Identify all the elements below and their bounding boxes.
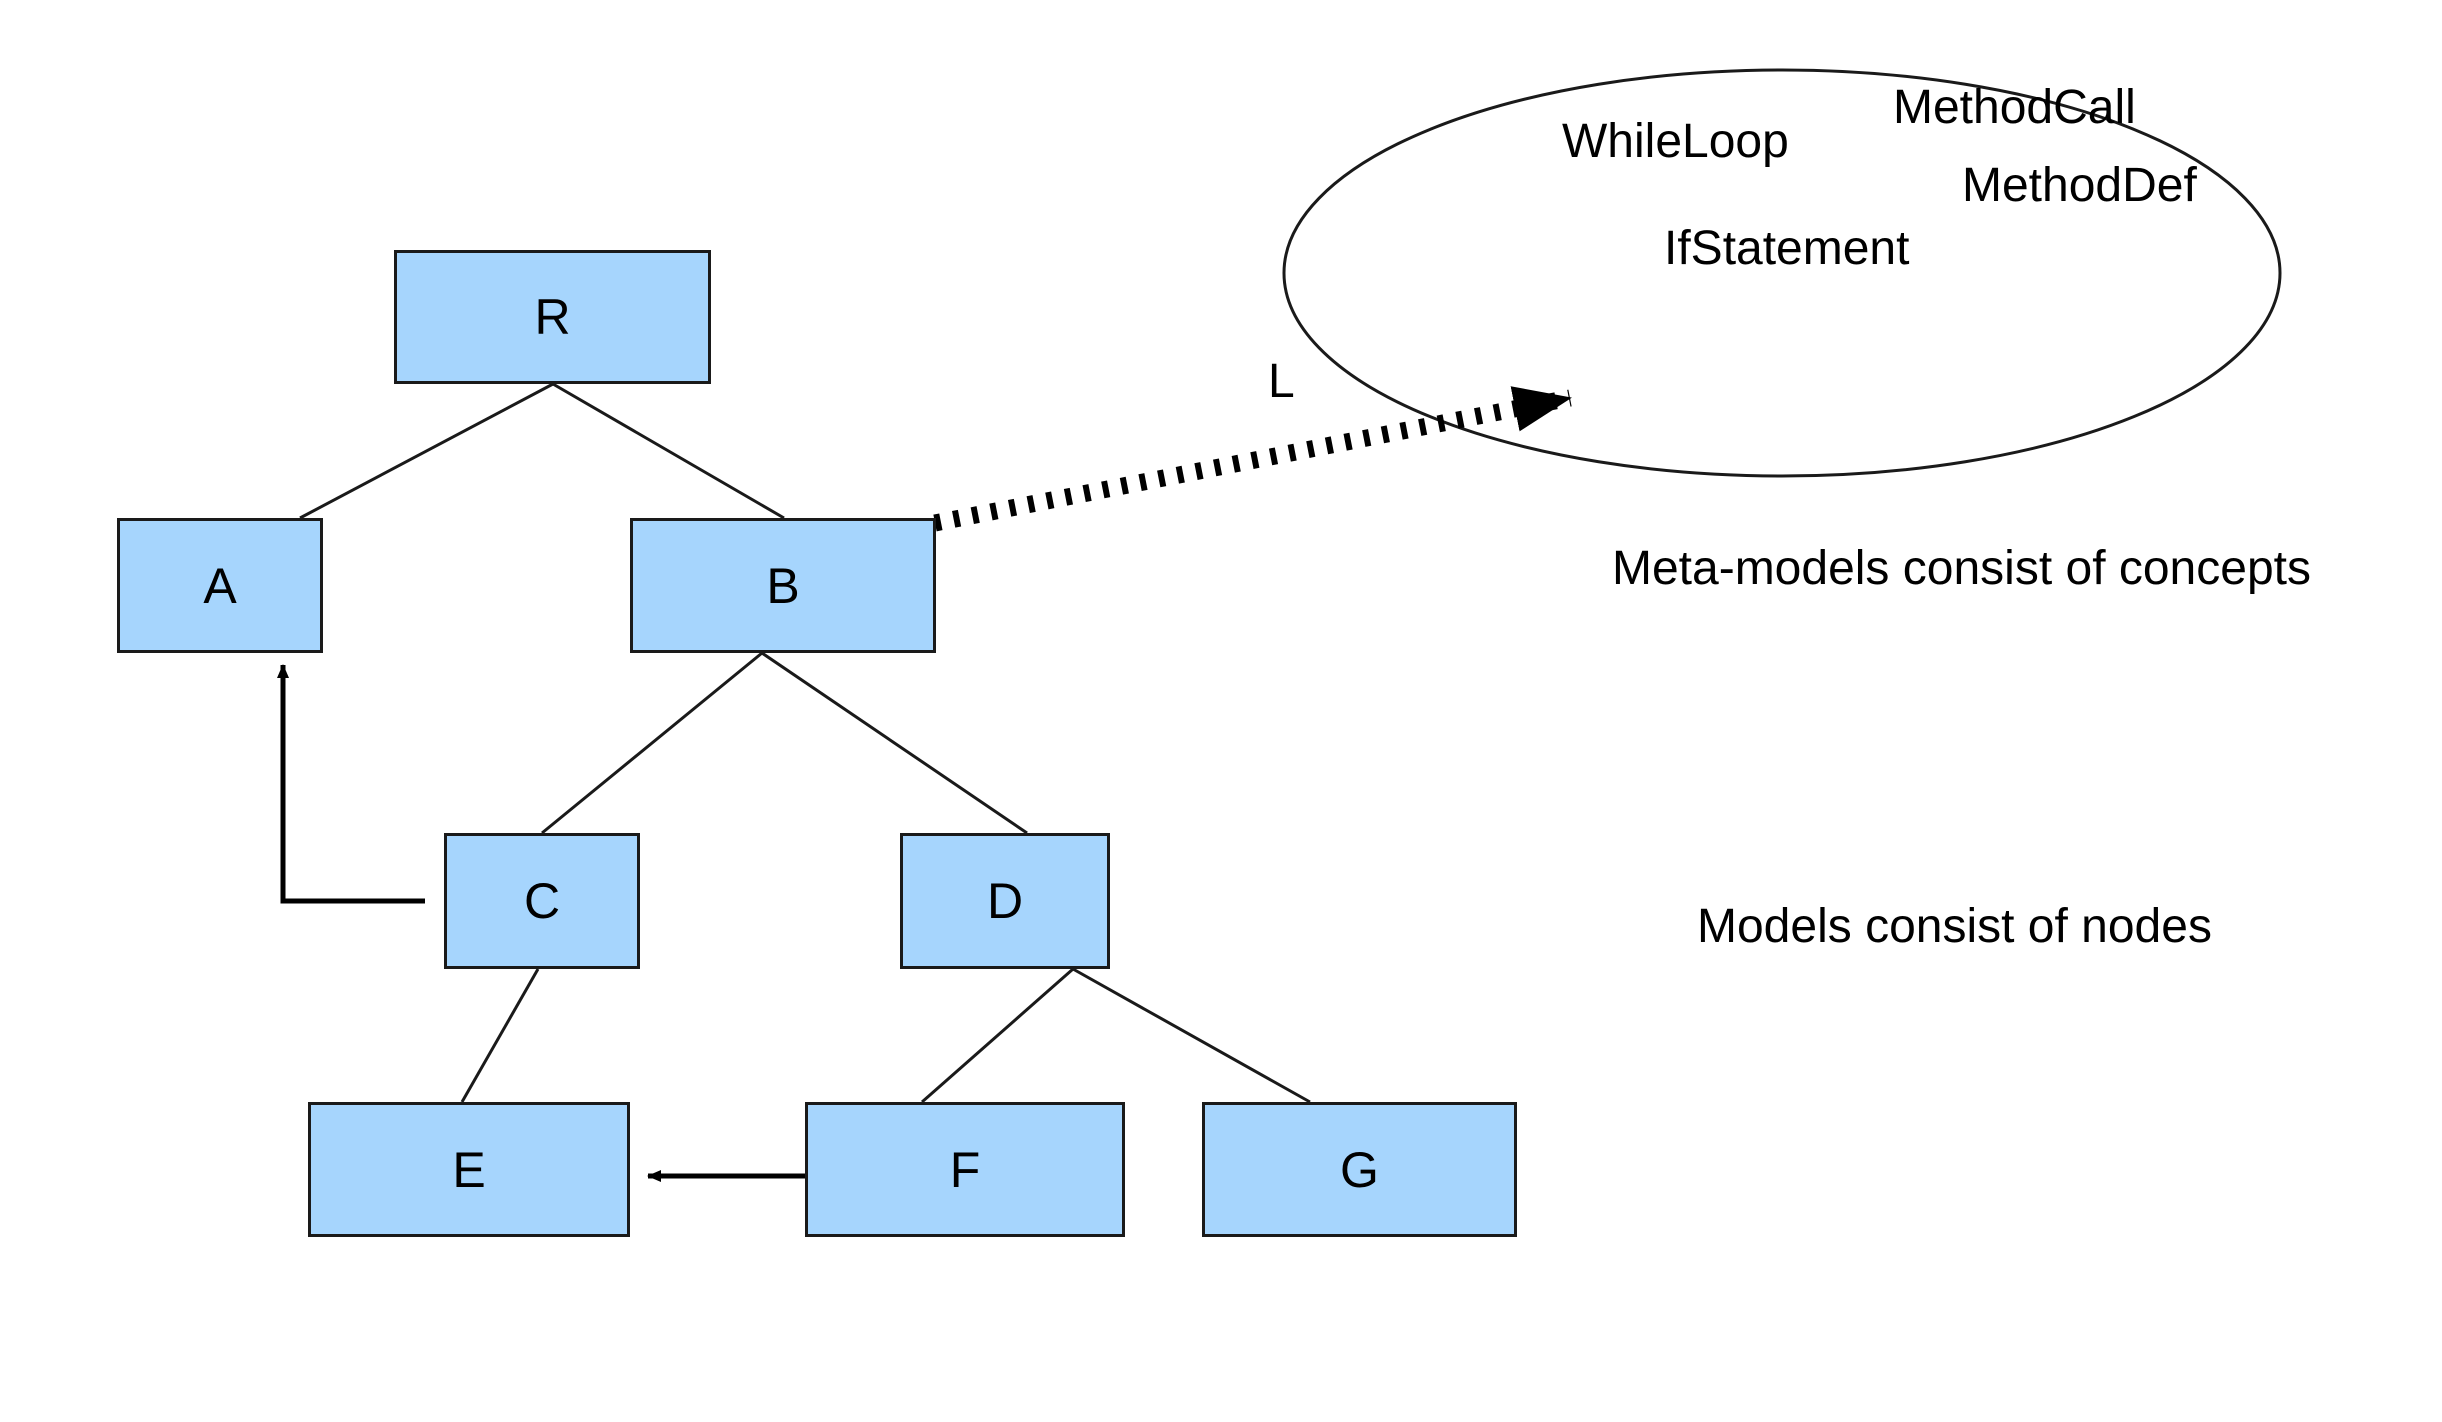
tree-node-label: E	[452, 1141, 486, 1198]
edge-b-c	[541, 651, 763, 835]
concept-if-statement: IfStatement	[1664, 222, 1910, 275]
tree-node-g[interactable]: G	[1202, 1102, 1517, 1237]
concept-method-def: MethodDef	[1962, 159, 2197, 212]
tree-node-label: F	[949, 1141, 981, 1198]
tree-node-d[interactable]: D	[900, 833, 1110, 969]
edge-r-b	[552, 382, 785, 520]
meta-link-dotted-line	[933, 386, 1572, 532]
tree-node-r[interactable]: R	[394, 250, 711, 384]
edge-r-a	[299, 382, 554, 520]
concept-method-call: MethodCall	[1893, 81, 2136, 134]
edge-c-a-arrow	[277, 664, 425, 904]
concept-while-loop: WhileLoop	[1562, 115, 1789, 168]
tree-node-label: G	[1340, 1141, 1379, 1198]
edge-d-f	[921, 967, 1074, 1104]
caption-models: Models consist of nodes	[1697, 900, 2212, 953]
caption-metamodels: Meta-models consist of concepts	[1612, 542, 2311, 595]
tree-node-a[interactable]: A	[117, 518, 323, 653]
tree-node-b[interactable]: B	[630, 518, 936, 653]
edge-b-d	[761, 651, 1028, 835]
tree-node-label: C	[523, 873, 561, 929]
tree-node-label: D	[986, 873, 1024, 929]
tree-node-label: A	[203, 557, 237, 614]
meta-link-label-l: L	[1268, 355, 1295, 408]
edge-d-g	[1072, 967, 1311, 1104]
tree-node-c[interactable]: C	[444, 833, 640, 969]
tree-node-label: B	[766, 557, 800, 614]
tree-node-label: R	[534, 289, 571, 345]
tree-node-f[interactable]: F	[805, 1102, 1125, 1237]
edge-c-e	[460, 968, 540, 1103]
tree-node-e[interactable]: E	[308, 1102, 630, 1237]
metamodel-ellipse	[1282, 68, 2282, 478]
